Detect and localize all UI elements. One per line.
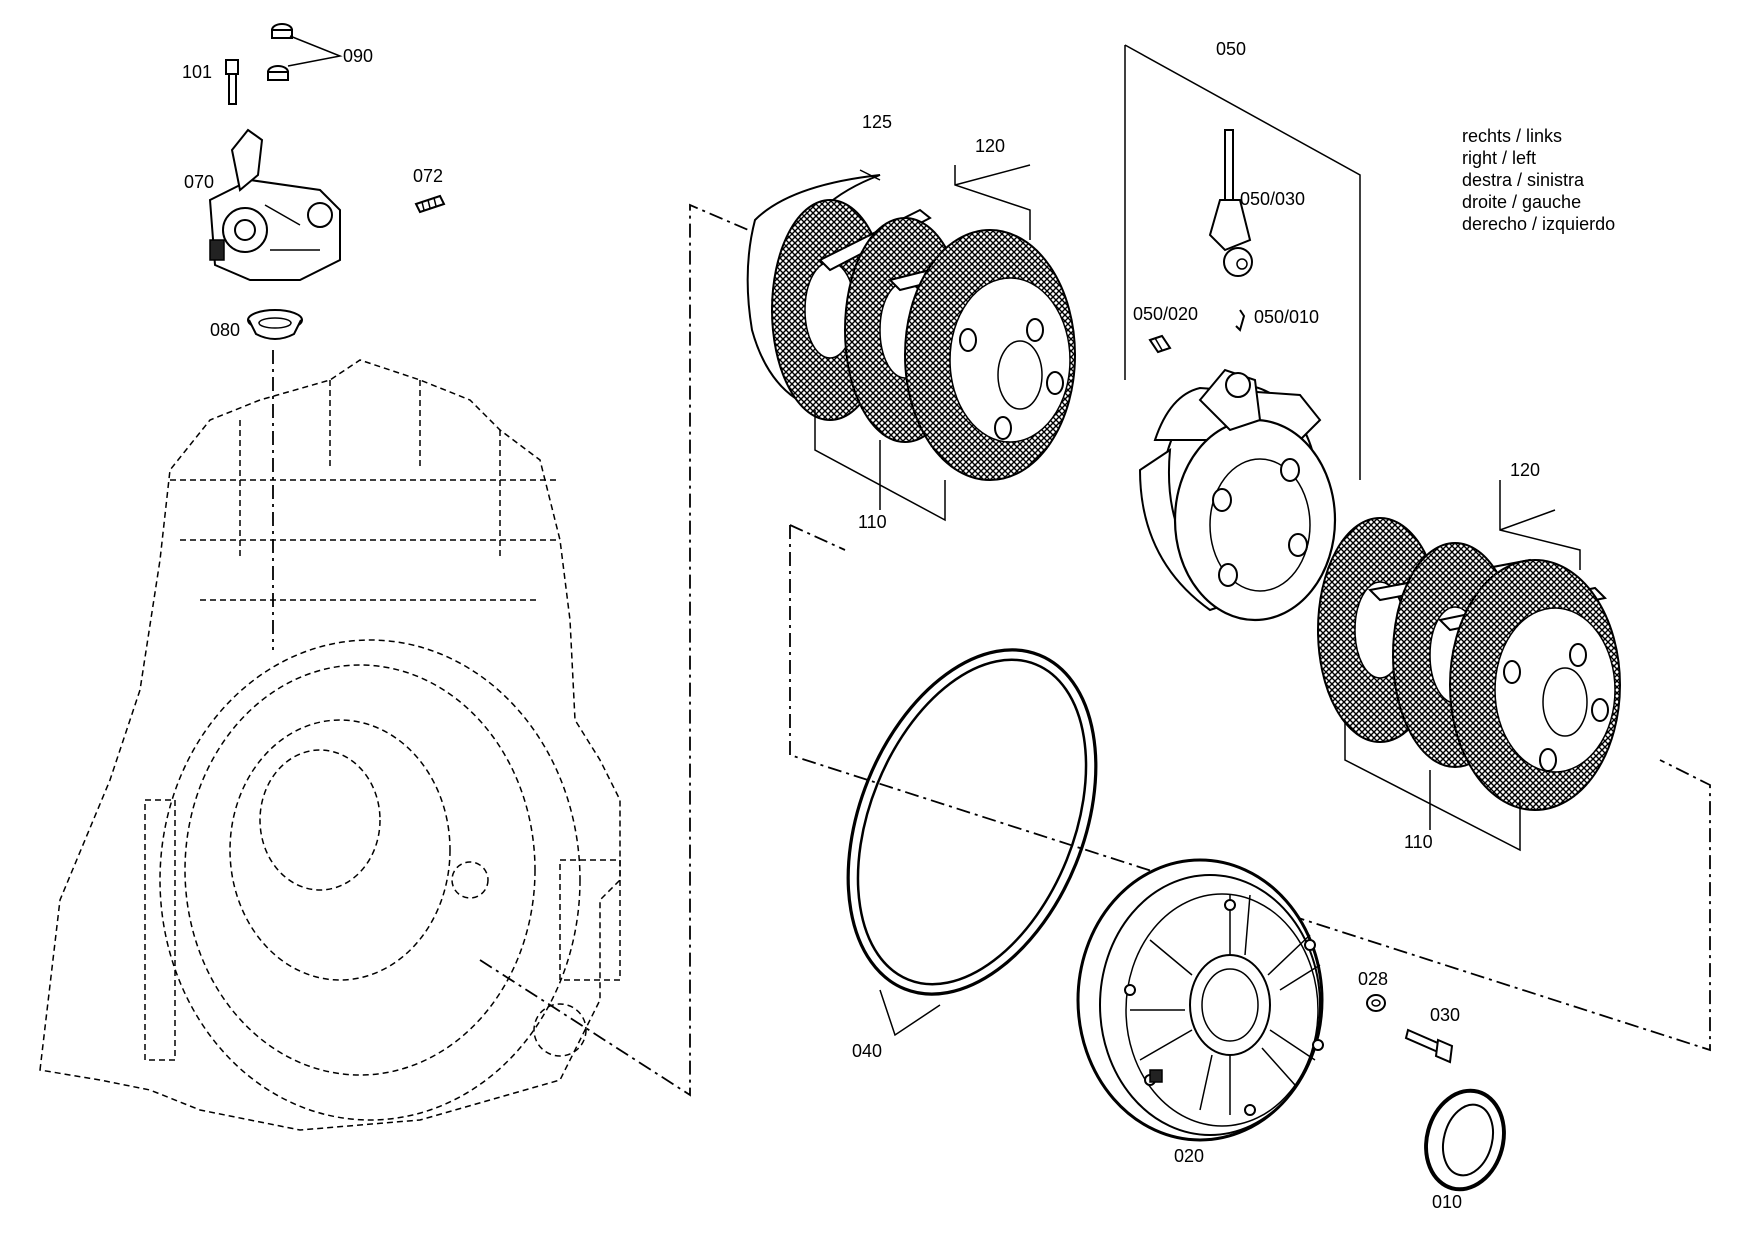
part-050-brake-assembly	[1124, 44, 1361, 622]
callout-050-020: 050/020	[1133, 304, 1198, 324]
legend-line-es: derecho / izquierdo	[1462, 214, 1615, 234]
part-010-seal-ring	[1424, 1088, 1506, 1192]
callout-070: 070	[184, 172, 214, 192]
callout-120-right: 120	[1510, 460, 1540, 480]
part-040-orings	[846, 648, 1098, 1037]
callout-110-right: 110	[1404, 832, 1433, 852]
legend-line-en: right / left	[1462, 148, 1536, 168]
callout-labels: 101 090 070 072 080 125 120 110 050 050/…	[182, 39, 1540, 1212]
legend-line-de: rechts / links	[1462, 126, 1562, 146]
callout-080: 080	[210, 320, 240, 340]
orientation-legend: rechts / links right / left destra / sin…	[1462, 126, 1615, 234]
part-030-bolt	[1404, 1028, 1454, 1064]
part-020-cover	[1076, 858, 1324, 1142]
disc-pack-right	[1317, 480, 1621, 852]
callout-125: 125	[862, 112, 892, 132]
callout-030: 030	[1430, 1005, 1460, 1025]
callout-090: 090	[343, 46, 373, 66]
callout-040: 040	[852, 1041, 882, 1061]
legend-line-fr: droite / gauche	[1462, 192, 1581, 212]
part-080-seal	[247, 309, 303, 340]
part-101-bolt	[225, 59, 239, 105]
callout-010: 010	[1432, 1192, 1462, 1212]
callout-028: 028	[1358, 969, 1388, 989]
part-072-pin	[414, 194, 446, 214]
callout-050-030: 050/030	[1240, 189, 1305, 209]
callout-110-top: 110	[858, 512, 887, 532]
disc-pack-top	[746, 164, 1076, 522]
callout-050: 050	[1216, 39, 1246, 59]
transmission-housing	[39, 359, 621, 1131]
part-090-nuts	[267, 23, 343, 81]
callout-020: 020	[1174, 1146, 1204, 1166]
part-028-washer	[1366, 994, 1386, 1012]
legend-line-it: destra / sinistra	[1462, 170, 1585, 190]
part-070-valve-block	[208, 128, 341, 281]
callout-072: 072	[413, 166, 443, 186]
callout-101: 101	[182, 62, 212, 82]
callout-120-top: 120	[975, 136, 1005, 156]
assembly-centerlines	[272, 203, 1711, 1097]
callout-050-010: 050/010	[1254, 307, 1319, 327]
